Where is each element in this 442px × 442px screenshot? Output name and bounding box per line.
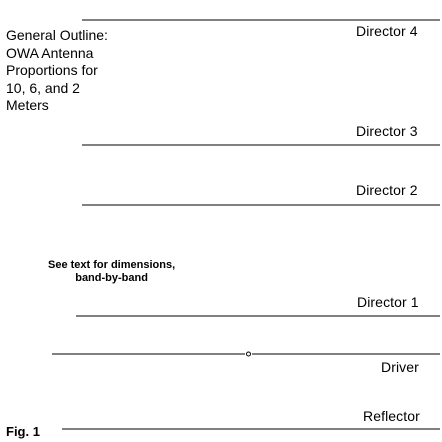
note-line: See text for dimensions, [48, 259, 176, 271]
driver-label: Driver [381, 359, 419, 375]
dimensions-note: See text for dimensions, band-by-band [48, 259, 175, 285]
director4-label: Director 4 [356, 23, 418, 39]
outline-line: OWA Antenna [6, 44, 94, 61]
director1-label: Director 1 [357, 294, 419, 310]
outline-line: Proportions for [6, 62, 98, 78]
figure-label: Fig. 1 [6, 424, 40, 439]
outline-line: General Outline: [6, 27, 108, 43]
general-outline-text: General Outline: OWA Antenna Proportions… [6, 27, 108, 115]
reflector-label: Reflector [363, 408, 420, 424]
outline-line: 10, 6, and 2 [6, 79, 80, 96]
director3-label: Director 3 [356, 123, 418, 139]
outline-line: Meters [6, 97, 49, 113]
driver-feedpoint [246, 351, 251, 357]
note-line: band-by-band [75, 272, 148, 284]
director2-label: Director 2 [356, 182, 418, 198]
